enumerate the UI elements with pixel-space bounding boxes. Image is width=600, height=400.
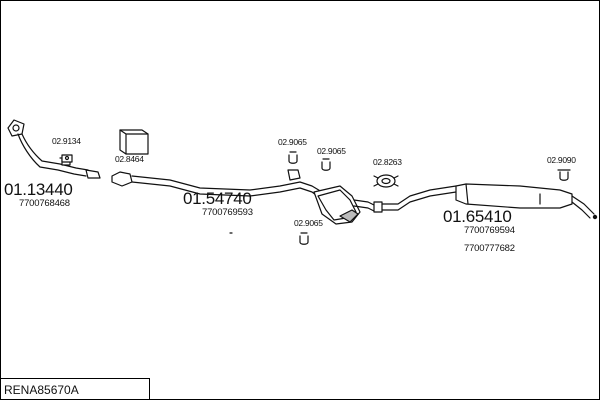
middle-pipe [111,171,323,199]
oem-number-middle-pipe: 7700769593 [202,207,253,218]
hanger-9065-a [288,151,298,164]
accessory-code-9134[interactable]: 02.9134 [52,136,81,146]
accessory-code-8464[interactable]: 02.8464 [115,154,144,164]
oem-number-rear-silencer-1: 7700769594 [464,225,515,236]
ring-mount-8263 [373,174,399,188]
oem-number-front-pipe: 7700768468 [19,198,70,209]
accessory-code-9065-c[interactable]: 02.9065 [294,218,323,228]
hanger-9065-b [321,158,331,171]
reference-box: RENA85670A [0,378,150,399]
part-code-middle-pipe[interactable]: 01.54740 [183,189,252,208]
front-pipe [7,119,101,179]
rear-link-pipe [353,185,457,213]
accessory-code-9065-a[interactable]: 02.9065 [278,137,307,147]
oem-number-rear-silencer-2: 7700777682 [464,243,515,254]
reference-label: RENA85670A [4,383,79,397]
hanger-9065-c [299,232,309,245]
part-code-rear-silencer[interactable]: 01.65410 [443,207,512,226]
rear-silencer [455,183,573,209]
accessory-code-8263[interactable]: 02.8263 [373,157,402,167]
mount-box [119,129,149,155]
clamp-9134 [61,154,73,163]
part-code-front-pipe[interactable]: 01.13440 [4,180,73,199]
accessory-code-9090[interactable]: 02.9090 [547,155,576,165]
accessory-code-9065-b[interactable]: 02.9065 [317,146,346,156]
hanger-9090 [557,169,571,181]
tail-pipe [571,195,598,220]
center-silencer [313,185,361,225]
hanger-middle [287,169,301,181]
